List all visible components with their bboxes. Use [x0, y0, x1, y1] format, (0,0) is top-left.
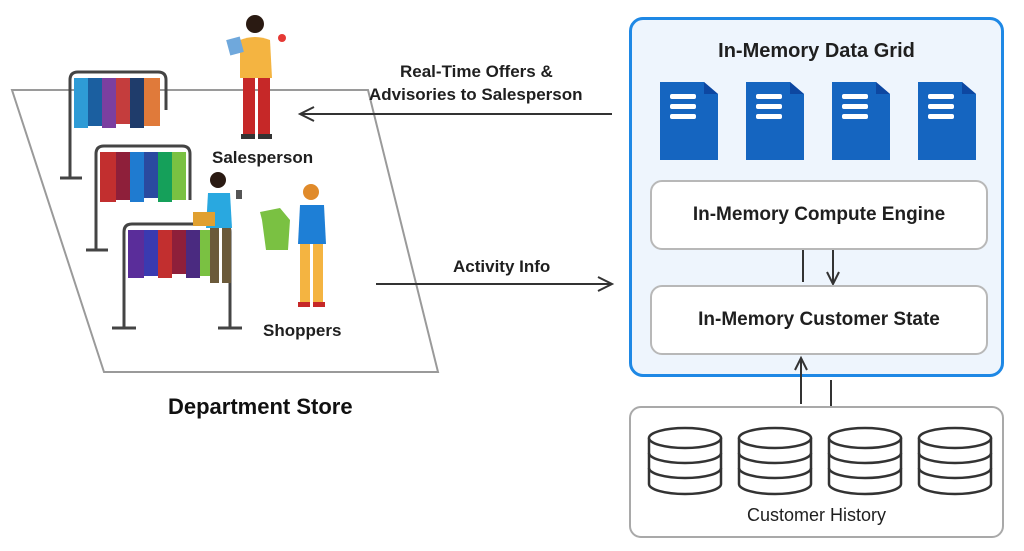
database-icon: [647, 426, 723, 496]
offers-label-line2: Advisories to Salesperson: [369, 85, 583, 104]
customer-state-box: In-Memory Customer State: [650, 285, 988, 355]
activity-label: Activity Info: [453, 257, 551, 276]
database-icon: [737, 426, 813, 496]
data-grid-panel: In-Memory Data Grid: [629, 17, 1004, 377]
arrow-head-icon: [297, 106, 315, 122]
shoppers-label: Shoppers: [263, 321, 342, 340]
arrow-head-icon: [597, 276, 615, 292]
salesperson-label: Salesperson: [212, 148, 314, 167]
server-icon: [660, 82, 718, 160]
server-row: [660, 82, 976, 287]
salesperson-figure-icon: [226, 15, 286, 139]
shopper-figure-icon: [193, 172, 242, 283]
store-title: Department Store: [168, 394, 353, 419]
shopper-figure-icon: [260, 184, 326, 307]
compute-engine-box: In-Memory Compute Engine: [650, 180, 988, 250]
server-icon: [918, 82, 976, 160]
customer-history-label: Customer History: [746, 505, 887, 525]
clothing-rack-icon: [60, 70, 168, 180]
database-icon: [827, 426, 903, 496]
database-icon: [917, 426, 993, 496]
customer-history-panel: Customer History: [629, 406, 1004, 538]
server-icon: [746, 82, 804, 160]
data-grid-title: In-Memory Data Grid: [718, 40, 915, 62]
offers-label-line1: Real-Time Offers &: [400, 62, 553, 81]
server-icon: [832, 82, 890, 160]
database-row: [647, 426, 993, 496]
clothing-rack-icon: [86, 144, 192, 252]
